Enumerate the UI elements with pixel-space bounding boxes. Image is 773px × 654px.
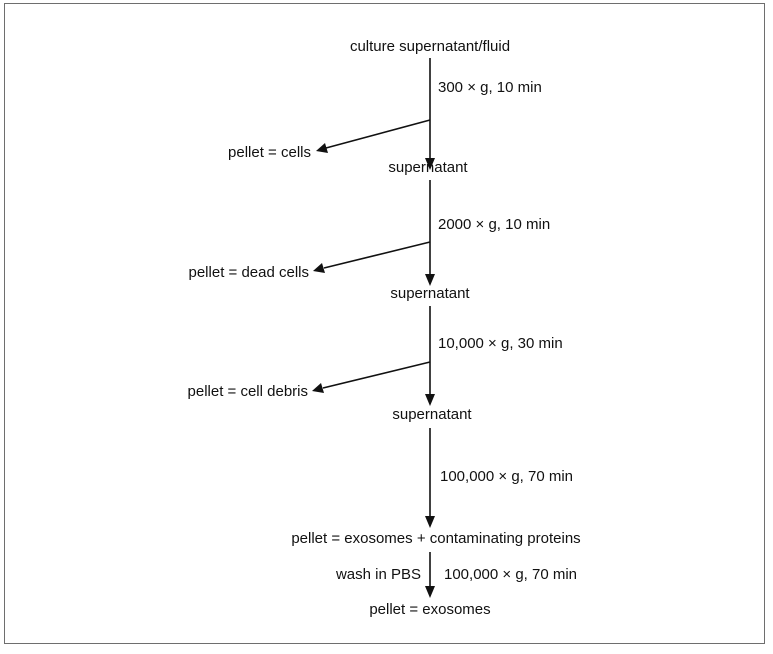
step5-wash: wash in PBS [335, 566, 421, 583]
step5-result: pellet = exosomes [369, 601, 490, 618]
arrow-step3-pellet [322, 361, 431, 389]
step3-result: supernatant [392, 406, 472, 423]
figure-frame [4, 3, 765, 644]
arrowhead-step4-main [425, 516, 435, 528]
arrowhead-step3-pellet [312, 383, 324, 393]
arrow-step2-pellet [323, 241, 431, 269]
arrow-step1-pellet [325, 119, 431, 149]
step5-condition: 100,000 × g, 70 min [444, 566, 577, 583]
arrowhead-step2-pellet [313, 263, 325, 273]
step1-result: supernatant [388, 159, 468, 176]
arrowhead-step5-main [425, 586, 435, 598]
step3-pellet: pellet = cell debris [188, 383, 308, 400]
step2-pellet: pellet = dead cells [189, 264, 310, 281]
step1-condition: 300 × g, 10 min [438, 79, 542, 96]
arrowhead-step1-main [425, 158, 435, 170]
arrowhead-step1-pellet [316, 143, 328, 153]
step1-pellet: pellet = cells [228, 144, 311, 161]
step2-condition: 2000 × g, 10 min [438, 216, 550, 233]
arrowhead-step3-main [425, 394, 435, 406]
step2-result: supernatant [390, 285, 470, 302]
start-label: culture supernatant/fluid [350, 38, 510, 55]
arrowhead-step2-main [425, 274, 435, 286]
step4-condition: 100,000 × g, 70 min [440, 468, 573, 485]
step3-condition: 10,000 × g, 30 min [438, 335, 563, 352]
step4-result: pellet = exosomes + contaminating protei… [291, 530, 580, 547]
